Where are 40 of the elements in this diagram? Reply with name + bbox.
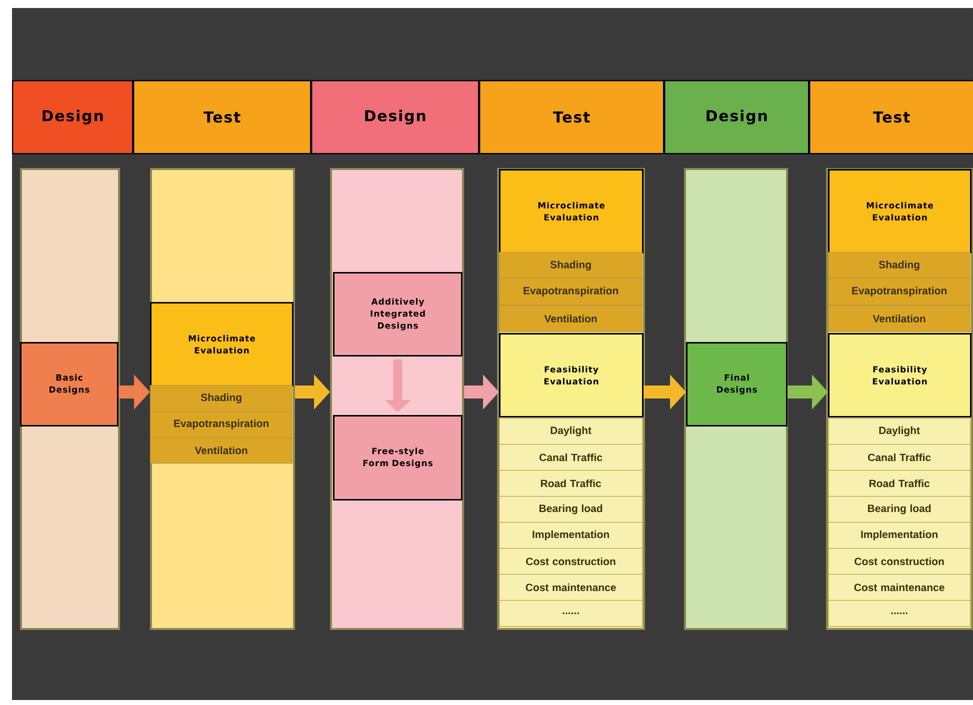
phase-header: Test <box>479 80 664 154</box>
criterion-cell: Evapotranspiration <box>150 411 293 438</box>
criterion-cell: Cost maintenance <box>499 574 643 601</box>
criterion-cell: Implementation <box>499 522 643 549</box>
phase-header: Test <box>133 80 312 154</box>
criterion-cell: Shading <box>499 252 643 280</box>
criterion-cell: Shading <box>150 385 293 412</box>
criterion-cell: Ventilation <box>150 437 293 464</box>
criterion-cell: ...... <box>499 600 643 627</box>
phase-header: Test <box>809 80 973 154</box>
criterion-cell: Canal Traffic <box>499 444 643 471</box>
criterion-cell: Ventilation <box>499 305 643 332</box>
criterion-cell: Evapotranspiration <box>828 278 971 306</box>
phase-header: Design <box>12 80 134 154</box>
phase-header: Design <box>664 80 810 154</box>
criterion-cell: Road Traffic <box>499 470 643 497</box>
stage-box: Final Designs <box>686 342 788 426</box>
criterion-cell: Daylight <box>499 418 643 445</box>
criterion-cell: Ventilation <box>828 305 971 332</box>
criterion-cell: Road Traffic <box>828 470 971 497</box>
stage-box: Additively Integrated Designs <box>333 272 462 356</box>
stage-box: Microclimate Evaluation <box>150 302 294 386</box>
stage-box: Basic Designs <box>20 342 118 426</box>
criterion-cell: Cost maintenance <box>828 574 971 601</box>
criterion-cell: ...... <box>828 600 971 627</box>
stage-box: Free-style Form Designs <box>333 415 462 500</box>
criterion-cell: Cost construction <box>499 548 643 575</box>
criterion-cell: Bearing load <box>499 496 643 523</box>
stage-box: Feasibility Evaluation <box>828 333 972 418</box>
stage-box: Feasibility Evaluation <box>499 333 644 418</box>
stage-box: Microclimate Evaluation <box>499 169 644 254</box>
phase-header: Design <box>311 80 480 154</box>
criterion-cell: Bearing load <box>828 496 971 523</box>
criterion-cell: Evapotranspiration <box>499 278 643 306</box>
criterion-cell: Daylight <box>828 418 971 445</box>
criterion-cell: Shading <box>828 252 971 280</box>
criterion-cell: Cost construction <box>828 548 971 575</box>
criterion-cell: Canal Traffic <box>828 444 971 471</box>
criterion-cell: Implementation <box>828 522 971 549</box>
stage-box: Microclimate Evaluation <box>828 169 972 254</box>
